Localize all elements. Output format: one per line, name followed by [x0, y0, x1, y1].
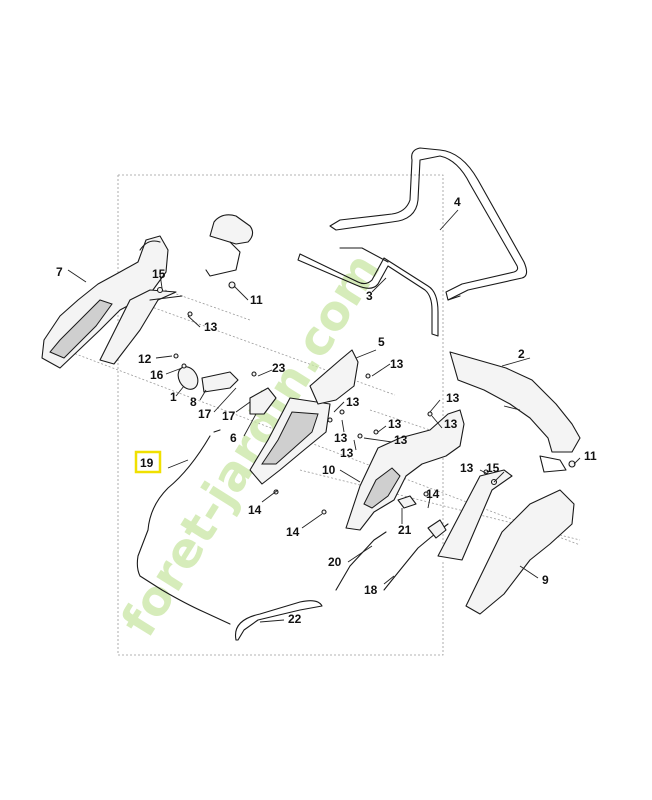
label-13-i: 13 — [444, 417, 458, 431]
label-9: 9 — [542, 573, 549, 587]
label-6: 6 — [230, 431, 237, 445]
label-13-h: 13 — [340, 446, 354, 460]
label-11-left: 11 — [250, 293, 263, 307]
part-6-center-console[interactable] — [249, 397, 331, 485]
label-23: 23 — [272, 361, 286, 375]
label-19: 19 — [140, 456, 154, 470]
label-2: 2 — [518, 347, 525, 361]
fasteners — [173, 311, 489, 515]
label-17-a: 17 — [198, 407, 212, 421]
label-14-b: 14 — [248, 503, 262, 517]
label-13-g: 13 — [394, 433, 408, 447]
label-13-f: 13 — [334, 431, 348, 445]
label-10: 10 — [322, 463, 336, 477]
part-17-latch[interactable] — [249, 387, 277, 415]
part-15-bracket-left[interactable] — [99, 286, 183, 365]
label-16: 16 — [150, 368, 164, 382]
label-13-b: 13 — [390, 357, 404, 371]
label-11-right: 11 — [584, 449, 597, 463]
part-8-switch-mechanism[interactable] — [201, 371, 239, 393]
leader-lines — [67, 209, 581, 623]
label-4: 4 — [454, 195, 461, 209]
label-13-d: 13 — [346, 395, 360, 409]
label-22: 22 — [288, 612, 302, 626]
label-18: 18 — [364, 583, 378, 597]
label-12: 12 — [138, 352, 152, 366]
part-1-knob[interactable] — [174, 363, 202, 393]
part-21-clip[interactable] — [397, 495, 417, 509]
part-labels: 7 15 11 13 12 16 1 8 17 17 23 6 5 13 4 3… — [56, 195, 597, 626]
part-18-cable[interactable] — [383, 519, 449, 591]
part-9-right-lower-handle[interactable] — [465, 489, 575, 615]
label-8: 8 — [190, 395, 197, 409]
part-11-knob-right[interactable] — [568, 460, 576, 468]
part-2-right-grip[interactable] — [449, 351, 581, 473]
part-15-bracket-right[interactable] — [437, 469, 513, 561]
part-22-cable[interactable] — [234, 600, 323, 641]
part-11-lever-left[interactable] — [205, 214, 254, 289]
label-15-left: 15 — [152, 267, 166, 281]
label-7: 7 — [56, 265, 63, 279]
part-7-left-side-panel[interactable] — [41, 235, 169, 369]
part-4-upper-handle[interactable] — [329, 147, 528, 301]
part-19-cable[interactable] — [136, 429, 231, 625]
label-15-right: 15 — [486, 461, 500, 475]
label-3: 3 — [366, 289, 373, 303]
part-5-bracket[interactable] — [309, 349, 359, 405]
label-21: 21 — [398, 523, 412, 537]
label-13-j: 13 — [460, 461, 474, 475]
highlight-box — [134, 450, 162, 474]
label-13-a: 13 — [204, 320, 218, 334]
label-13-c: 13 — [446, 391, 460, 405]
label-5: 5 — [378, 335, 385, 349]
label-14-c: 14 — [286, 525, 300, 539]
label-14-a: 14 — [426, 487, 440, 501]
label-20: 20 — [328, 555, 342, 569]
part-20-cable[interactable] — [335, 531, 387, 591]
label-17-b: 17 — [222, 409, 236, 423]
part-10-right-side-panel[interactable] — [345, 409, 465, 531]
label-1: 1 — [170, 390, 177, 404]
label-13-e: 13 — [388, 417, 402, 431]
part-3-lower-bar[interactable] — [297, 247, 439, 337]
